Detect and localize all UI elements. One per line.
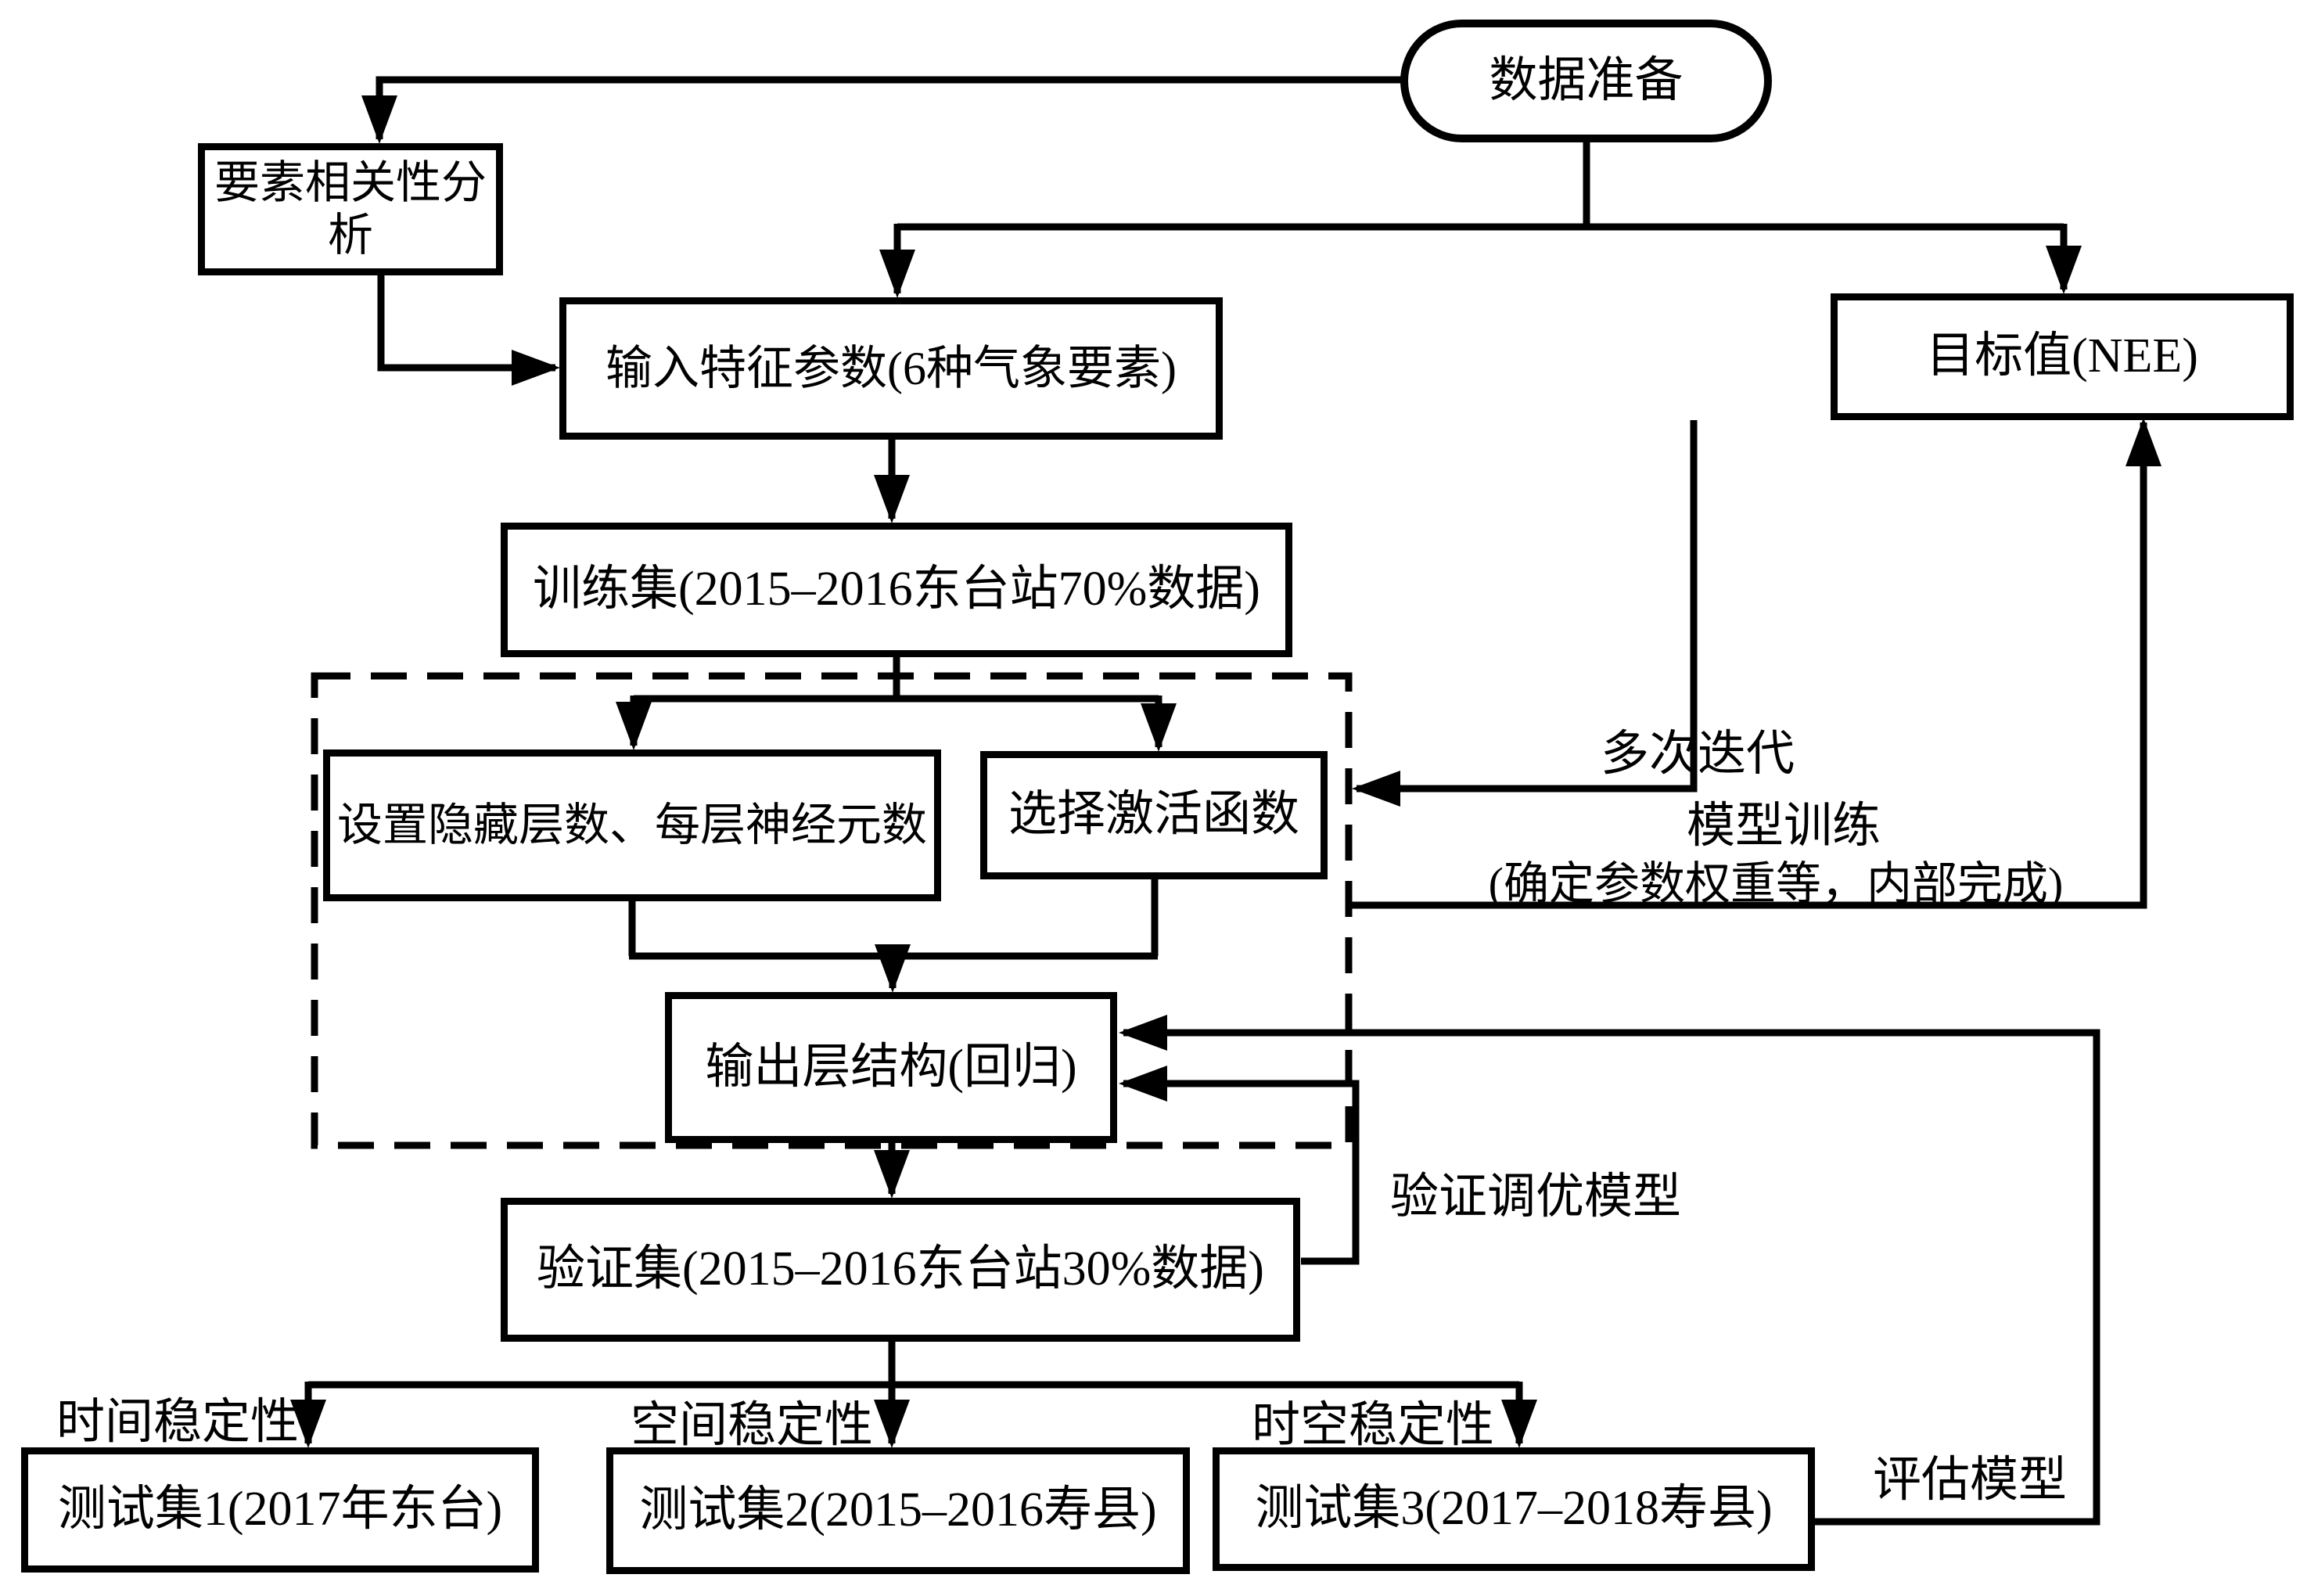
node-data-preparation-label: 数据准备	[1489, 53, 1684, 107]
connector-target-iterate-to-box	[1352, 420, 1698, 807]
node-target-value-nee: 目标值(NEE)	[1831, 293, 2294, 420]
node-test-set-3-label: 测试集3(2017–2018寿县)	[1255, 1482, 1773, 1536]
node-training-set-label: 训练集(2015–2016东台站70%数据)	[533, 563, 1260, 616]
node-input-feature-parameters-label: 输入特征参数(6种气象要素)	[605, 342, 1177, 394]
node-validation-set-label: 验证集(2015–2016东台站30%数据)	[537, 1242, 1264, 1296]
label-validate-tune-model: 验证调优模型	[1389, 1170, 1681, 1224]
connector-start-to-correlation	[361, 76, 1404, 144]
node-data-preparation: 数据准备	[1400, 20, 1772, 142]
label-model-training: 模型训练	[1686, 800, 1881, 853]
node-training-set: 训练集(2015–2016东台站70%数据)	[501, 523, 1292, 657]
node-factor-correlation-analysis: 要素相关性分析	[198, 143, 503, 275]
connector-validation-feedback-to-output	[1119, 1066, 1360, 1265]
connector-box-training-to-target	[1350, 418, 2161, 909]
node-select-activation-function: 选择激活函数	[980, 751, 1328, 879]
node-select-activation-function-label: 选择激活函数	[1008, 788, 1299, 842]
connector-correlation-to-input	[377, 275, 560, 386]
node-test-set-2-label: 测试集2(2015–2016寿县)	[639, 1483, 1157, 1537]
node-factor-correlation-analysis-label: 要素相关性分析	[214, 156, 487, 261]
node-set-hidden-layers-label: 设置隐藏层数、每层神经元数	[336, 799, 927, 850]
node-target-value-nee-label: 目标值(NEE)	[1926, 329, 2198, 383]
node-output-layer-structure-label: 输出层结构(回归)	[705, 1040, 1077, 1094]
label-evaluate-model: 评估模型	[1872, 1454, 2067, 1507]
label-model-training-note: (确定参数权重等，内部完成)	[1488, 858, 2064, 909]
node-test-set-2: 测试集2(2015–2016寿县)	[606, 1447, 1190, 1574]
node-output-layer-structure: 输出层结构(回归)	[665, 992, 1117, 1143]
label-temporal-stability: 时间稳定性	[56, 1396, 300, 1449]
node-test-set-3: 测试集3(2017–2018寿县)	[1213, 1447, 1815, 1571]
node-set-hidden-layers: 设置隐藏层数、每层神经元数	[323, 749, 941, 901]
label-multiple-iterations: 多次迭代	[1600, 728, 1795, 781]
connector-evaluate-to-output	[1119, 1015, 2100, 1526]
node-test-set-1-label: 测试集1(2017年东台)	[57, 1483, 503, 1537]
node-test-set-1: 测试集1(2017年东台)	[21, 1447, 539, 1573]
label-spatial-stability: 空间稳定性	[631, 1399, 874, 1452]
node-validation-set: 验证集(2015–2016东台站30%数据)	[501, 1198, 1300, 1342]
node-input-feature-parameters: 输入特征参数(6种气象要素)	[559, 297, 1223, 440]
network-structure-dashed-box	[311, 672, 1353, 1149]
label-spatiotemporal-stability: 时空稳定性	[1252, 1399, 1495, 1452]
